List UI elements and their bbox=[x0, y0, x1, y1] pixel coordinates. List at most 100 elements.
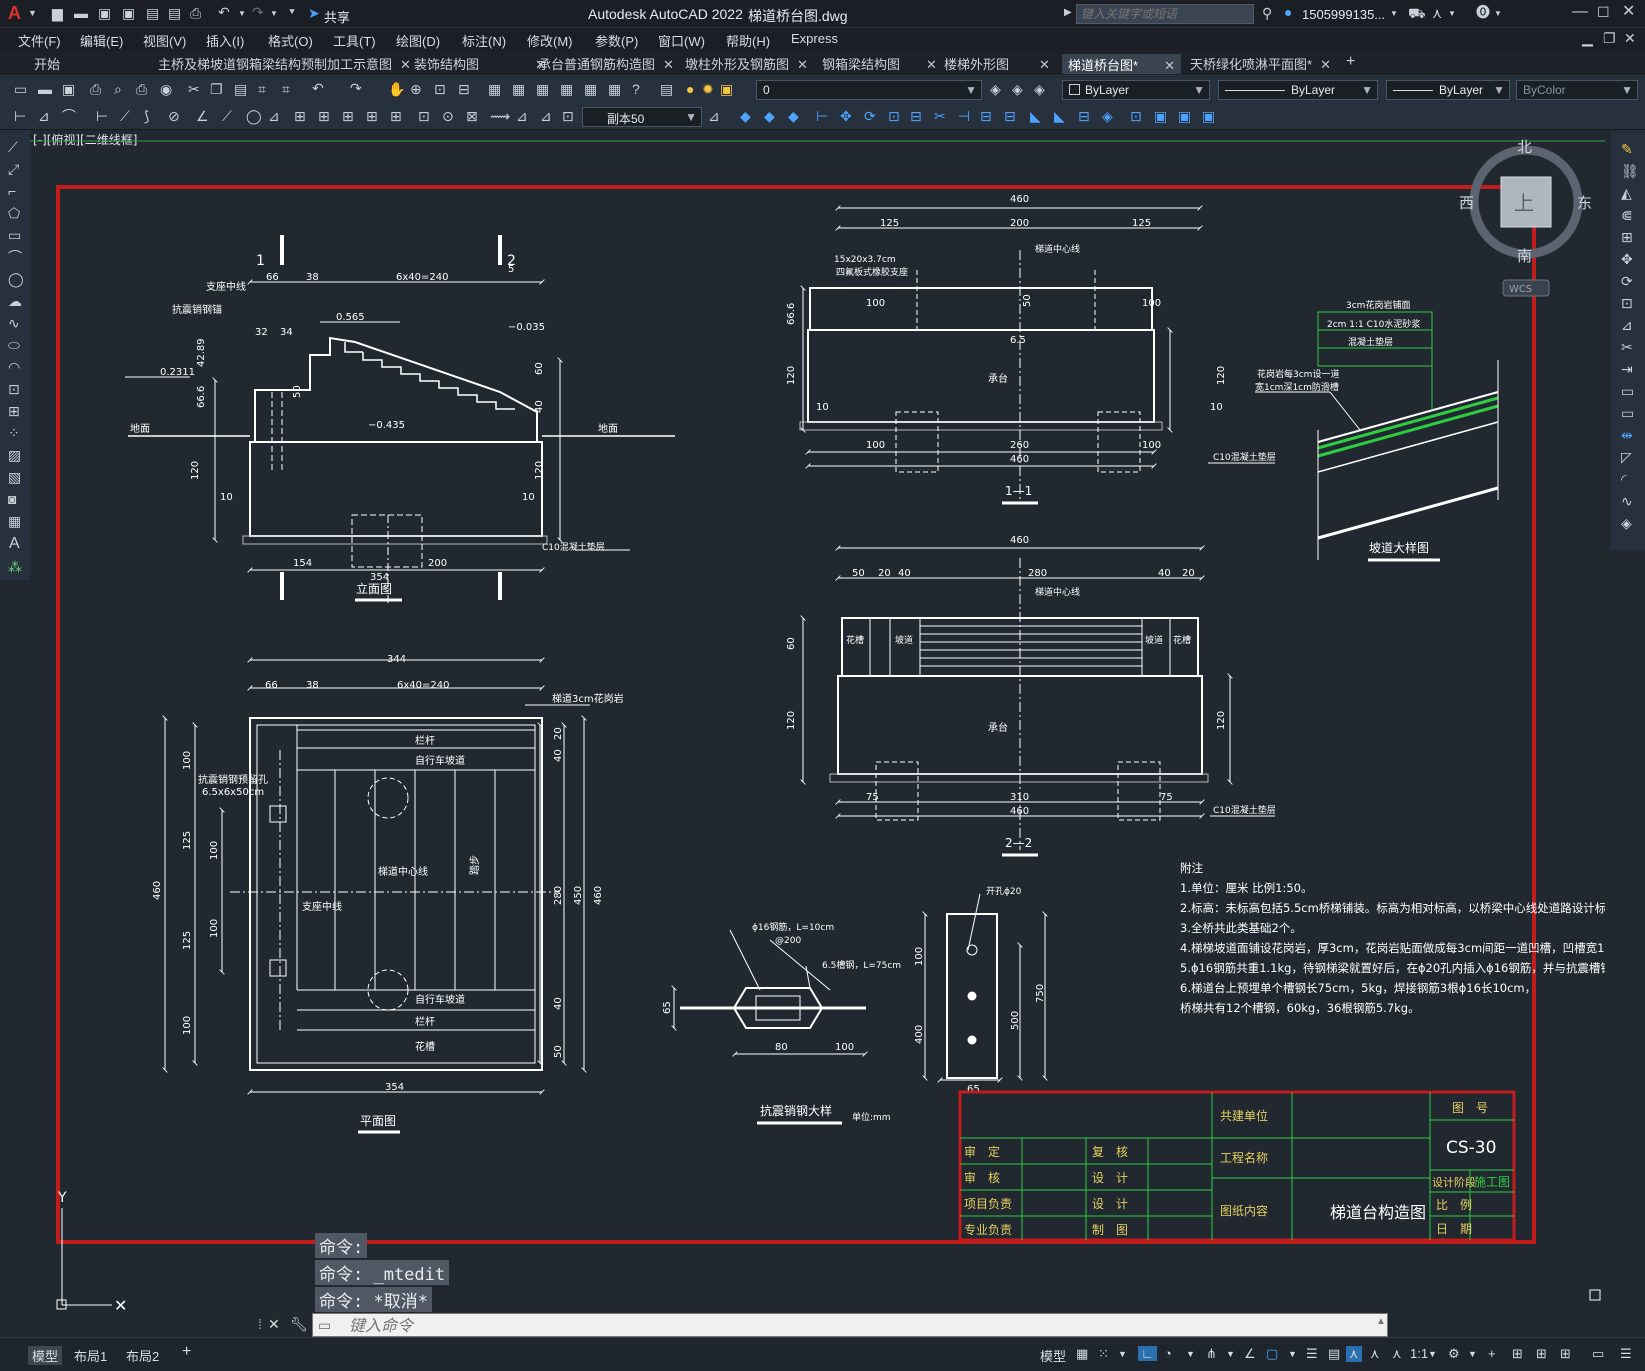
scale-icon[interactable]: ⊡ bbox=[1621, 295, 1633, 311]
modify-blend-icon[interactable]: ⊟ bbox=[1078, 108, 1090, 124]
redo-dropdown-icon[interactable]: ▼ bbox=[270, 9, 278, 18]
linetype-select[interactable]: ByLayer▼ bbox=[1218, 80, 1378, 100]
dim-arc-icon[interactable]: ⌒ bbox=[62, 108, 76, 124]
properties-icon[interactable]: ▦ bbox=[488, 81, 502, 97]
modify-scale-icon[interactable]: ⊡ bbox=[888, 108, 900, 124]
viewcube-top-label[interactable]: 上 bbox=[1514, 191, 1534, 215]
viewcube-west-label[interactable]: 西 bbox=[1459, 194, 1474, 212]
cart-icon[interactable]: ⛟ bbox=[1408, 5, 1426, 21]
copy-icon[interactable]: ❐ bbox=[210, 81, 223, 97]
modify-explode-icon[interactable]: ◈ bbox=[1102, 108, 1113, 124]
jog-line-icon[interactable]: ⊡ bbox=[418, 108, 430, 124]
ortho-icon[interactable]: ∟ bbox=[1138, 1346, 1157, 1361]
dim-jogged-icon[interactable]: ⟆ bbox=[144, 108, 150, 124]
modify-rotate-icon[interactable]: ⟳ bbox=[864, 108, 876, 124]
publish-icon[interactable]: ⎙ bbox=[136, 81, 148, 97]
transparency-icon[interactable]: ▤ bbox=[1328, 1346, 1341, 1361]
plot-icon[interactable]: ⎙ bbox=[190, 5, 202, 21]
layer-previous-icon[interactable]: ◈ bbox=[1012, 81, 1023, 97]
maximize-icon[interactable]: ☐ bbox=[1597, 4, 1610, 20]
draw-order-icon[interactable]: ⊡ bbox=[1130, 108, 1142, 124]
command-input[interactable] bbox=[347, 1314, 1377, 1336]
customize-qat-icon[interactable]: ⯆ bbox=[288, 7, 296, 18]
offset-icon[interactable]: ⋐ bbox=[1621, 207, 1633, 223]
dim-ordinate-icon[interactable]: ⊢ bbox=[96, 108, 109, 124]
user-icon[interactable]: ● bbox=[1284, 4, 1293, 20]
zoom-previous-icon[interactable]: ⊟ bbox=[458, 81, 470, 97]
share-label[interactable]: 共享 bbox=[324, 10, 351, 25]
tab-steel-box[interactable]: 钢箱梁结构图✕ bbox=[822, 54, 937, 74]
inspect-icon[interactable]: ⊞ bbox=[390, 108, 402, 124]
stretch-icon[interactable]: ⊿ bbox=[1621, 317, 1633, 333]
annotation-monitor-icon[interactable]: + bbox=[1488, 1346, 1496, 1361]
redo-tb-icon[interactable]: ↷ bbox=[350, 80, 362, 96]
modify-chamfer-icon[interactable]: ◣ bbox=[1030, 108, 1041, 124]
join-icon[interactable]: ⇹ bbox=[1621, 427, 1633, 443]
ellipse-arc-icon[interactable]: ◠ bbox=[8, 359, 21, 375]
preview-icon[interactable]: ⌕ bbox=[114, 81, 122, 97]
close-tab-icon[interactable]: ✕ bbox=[797, 57, 808, 72]
dim-continue-icon[interactable]: ⊿ bbox=[268, 108, 280, 124]
iso-dropdown-icon[interactable]: ▼ bbox=[1226, 1349, 1235, 1359]
tab-cap-rebar[interactable]: 承台普通钢筋构造图✕ bbox=[538, 54, 674, 74]
erase-icon[interactable]: ✎ bbox=[1621, 141, 1633, 157]
undo-dropdown-icon[interactable]: ▼ bbox=[238, 9, 246, 18]
close-window-icon[interactable]: ✕ bbox=[1622, 3, 1636, 20]
move-icon[interactable]: ✥ bbox=[1621, 251, 1633, 267]
qdim-icon[interactable]: ⟋ bbox=[222, 108, 232, 124]
modify-extend-icon[interactable]: ⊣ bbox=[958, 108, 971, 124]
app-menu-dropdown-icon[interactable]: ▼ bbox=[28, 8, 37, 18]
auto-scale-icon[interactable]: ⋏ bbox=[1370, 1346, 1380, 1361]
search-input[interactable] bbox=[1076, 4, 1254, 24]
dim-radius-icon[interactable]: ⟋ bbox=[120, 108, 130, 124]
dim-linear-icon[interactable]: ⊢ bbox=[14, 108, 27, 124]
user-dropdown-icon[interactable]: ▼ bbox=[1390, 9, 1398, 18]
save-web-icon[interactable]: ▤ bbox=[168, 5, 182, 21]
drawing-canvas[interactable]: [-][俯视][二维线框] 1 2 66 38 6x40=240 5 32 34 bbox=[30, 130, 1605, 1315]
tolerance-icon[interactable]: ⊞ bbox=[342, 108, 354, 124]
zoom-window-icon[interactable]: ⊡ bbox=[434, 81, 446, 97]
lineweight-select[interactable]: ByLayer▼ bbox=[1386, 80, 1510, 100]
polygon-icon[interactable]: ⬠ bbox=[8, 205, 21, 221]
clean-screen-icon[interactable]: ▭ bbox=[1592, 1346, 1605, 1361]
hatch-icon[interactable]: ▨ bbox=[8, 447, 22, 463]
lineweight-icon[interactable]: ☰ bbox=[1306, 1346, 1318, 1361]
menu-file[interactable]: 文件(F) bbox=[18, 34, 61, 49]
menu-parametric[interactable]: 参数(P) bbox=[595, 34, 639, 49]
command-grip-icon[interactable]: ⁞ bbox=[258, 1316, 262, 1332]
units-icon[interactable]: ⊞ bbox=[1512, 1346, 1523, 1361]
menu-dimension[interactable]: 标注(N) bbox=[462, 34, 507, 49]
block-editor-icon[interactable]: ⌗ bbox=[282, 81, 290, 97]
customize-status-icon[interactable]: ☰ bbox=[1620, 1346, 1632, 1361]
dim-edit-icon[interactable]: ⊙ bbox=[442, 108, 454, 124]
layout-tab-1[interactable]: 布局1 bbox=[74, 1349, 108, 1364]
customize-command-icon[interactable]: 🔧︎ bbox=[290, 1316, 308, 1332]
tab-pier[interactable]: 墩柱外形及钢筋图✕ bbox=[685, 54, 808, 74]
modify-fillet-icon[interactable]: ◣ bbox=[1054, 108, 1065, 124]
paste-icon[interactable]: ▤ bbox=[234, 81, 248, 97]
layer-on-icon[interactable]: ● bbox=[686, 81, 695, 97]
gradient-icon[interactable]: ▧ bbox=[8, 469, 22, 485]
design-center-icon[interactable]: ▦ bbox=[512, 81, 526, 97]
modify-trim-icon[interactable]: ✂ bbox=[934, 108, 946, 124]
viewcube[interactable]: 上 北 南 西 东 WCS bbox=[1459, 138, 1592, 297]
search-expand-icon[interactable]: ▶ bbox=[1064, 7, 1072, 18]
modify-array-icon[interactable]: ⊢ bbox=[816, 108, 829, 124]
modify-copy-icon[interactable]: ◆ bbox=[740, 108, 751, 124]
blend-icon[interactable]: ∿ bbox=[1621, 493, 1633, 509]
menu-tools[interactable]: 工具(T) bbox=[333, 34, 376, 49]
viewport-controls-label[interactable]: [-][俯视][二维线框] bbox=[33, 132, 137, 147]
markup-icon[interactable]: ▦ bbox=[584, 81, 598, 97]
user-name[interactable]: 1505999135... bbox=[1302, 7, 1386, 22]
break-at-point-icon[interactable]: ▭ bbox=[1621, 383, 1635, 399]
calculator-icon[interactable]: ▦ bbox=[608, 81, 622, 97]
undo-icon[interactable]: ↶ bbox=[218, 4, 230, 20]
rectangle-icon[interactable]: ▭ bbox=[8, 227, 22, 243]
add-selected-icon[interactable]: ⁂ bbox=[8, 559, 22, 575]
close-tab-icon[interactable]: ✕ bbox=[663, 57, 674, 72]
polar-icon[interactable]: ◔ bbox=[1164, 1346, 1172, 1361]
close-tab-icon[interactable]: ✕ bbox=[535, 57, 546, 72]
open-icon[interactable]: ▬ bbox=[38, 81, 52, 97]
close-tab-icon[interactable]: ✕ bbox=[1320, 57, 1331, 72]
menu-format[interactable]: 格式(O) bbox=[268, 34, 313, 49]
